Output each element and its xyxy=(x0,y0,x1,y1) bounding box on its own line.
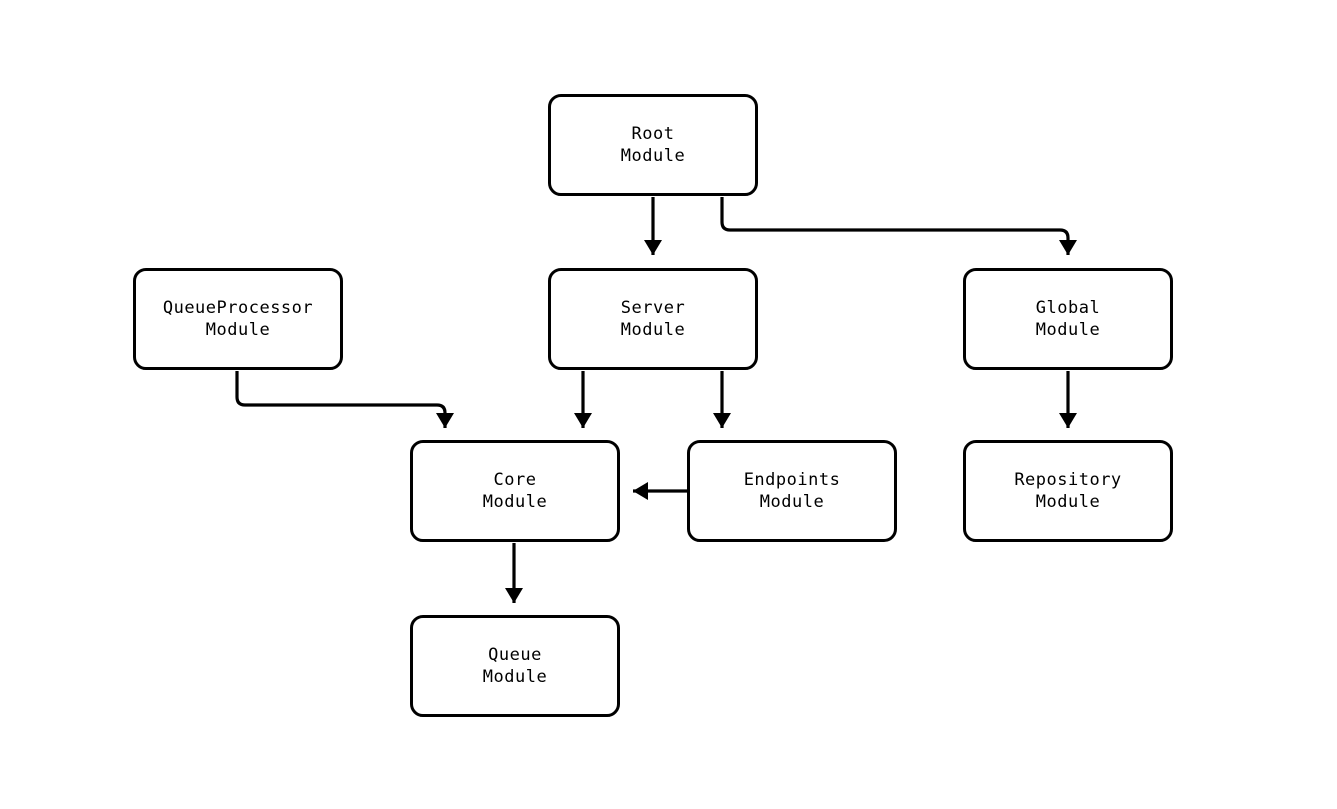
node-root-label-line2: Module xyxy=(620,146,686,166)
arrowhead-queueprocessor-core xyxy=(436,413,454,428)
arrowhead-global-repository xyxy=(1059,413,1077,428)
node-queueprocessor[interactable]: QueueProcessor Module xyxy=(133,268,343,370)
arrowhead-core-queue xyxy=(505,588,523,603)
arrowhead-server-endpoints xyxy=(713,413,731,428)
node-queue-label-line1: Queue xyxy=(488,645,542,665)
node-repository-label-line2: Module xyxy=(1035,492,1101,512)
node-global[interactable]: Global Module xyxy=(963,268,1173,370)
node-server-label-line2: Module xyxy=(620,320,686,340)
node-queueprocessor-label-line2: Module xyxy=(205,320,271,340)
node-core[interactable]: Core Module xyxy=(410,440,620,542)
node-endpoints-label-line1: Endpoints xyxy=(743,470,841,490)
node-repository[interactable]: Repository Module xyxy=(963,440,1173,542)
node-server[interactable]: Server Module xyxy=(548,268,758,370)
node-queue[interactable]: Queue Module xyxy=(410,615,620,717)
node-server-label-line1: Server xyxy=(620,298,686,318)
node-endpoints[interactable]: Endpoints Module xyxy=(687,440,897,542)
node-core-label-line1: Core xyxy=(493,470,537,490)
node-repository-label-line1: Repository xyxy=(1014,470,1122,490)
arrowhead-server-core xyxy=(574,413,592,428)
node-global-label-line2: Module xyxy=(1035,320,1101,340)
edge-queueprocessor-core xyxy=(235,371,447,428)
node-global-label-line1: Global xyxy=(1035,298,1101,318)
node-endpoints-label-line2: Module xyxy=(759,492,825,512)
edge-root-global xyxy=(720,197,1070,255)
node-queue-label-line2: Module xyxy=(482,667,548,687)
node-root-label-line1: Root xyxy=(631,124,675,144)
arrowhead-root-server xyxy=(644,240,662,255)
node-core-label-line2: Module xyxy=(482,492,548,512)
node-root[interactable]: Root Module xyxy=(548,94,758,196)
arrowhead-endpoints-core xyxy=(633,482,648,500)
arrowhead-root-global xyxy=(1059,240,1077,255)
node-queueprocessor-label-line1: QueueProcessor xyxy=(162,298,314,318)
